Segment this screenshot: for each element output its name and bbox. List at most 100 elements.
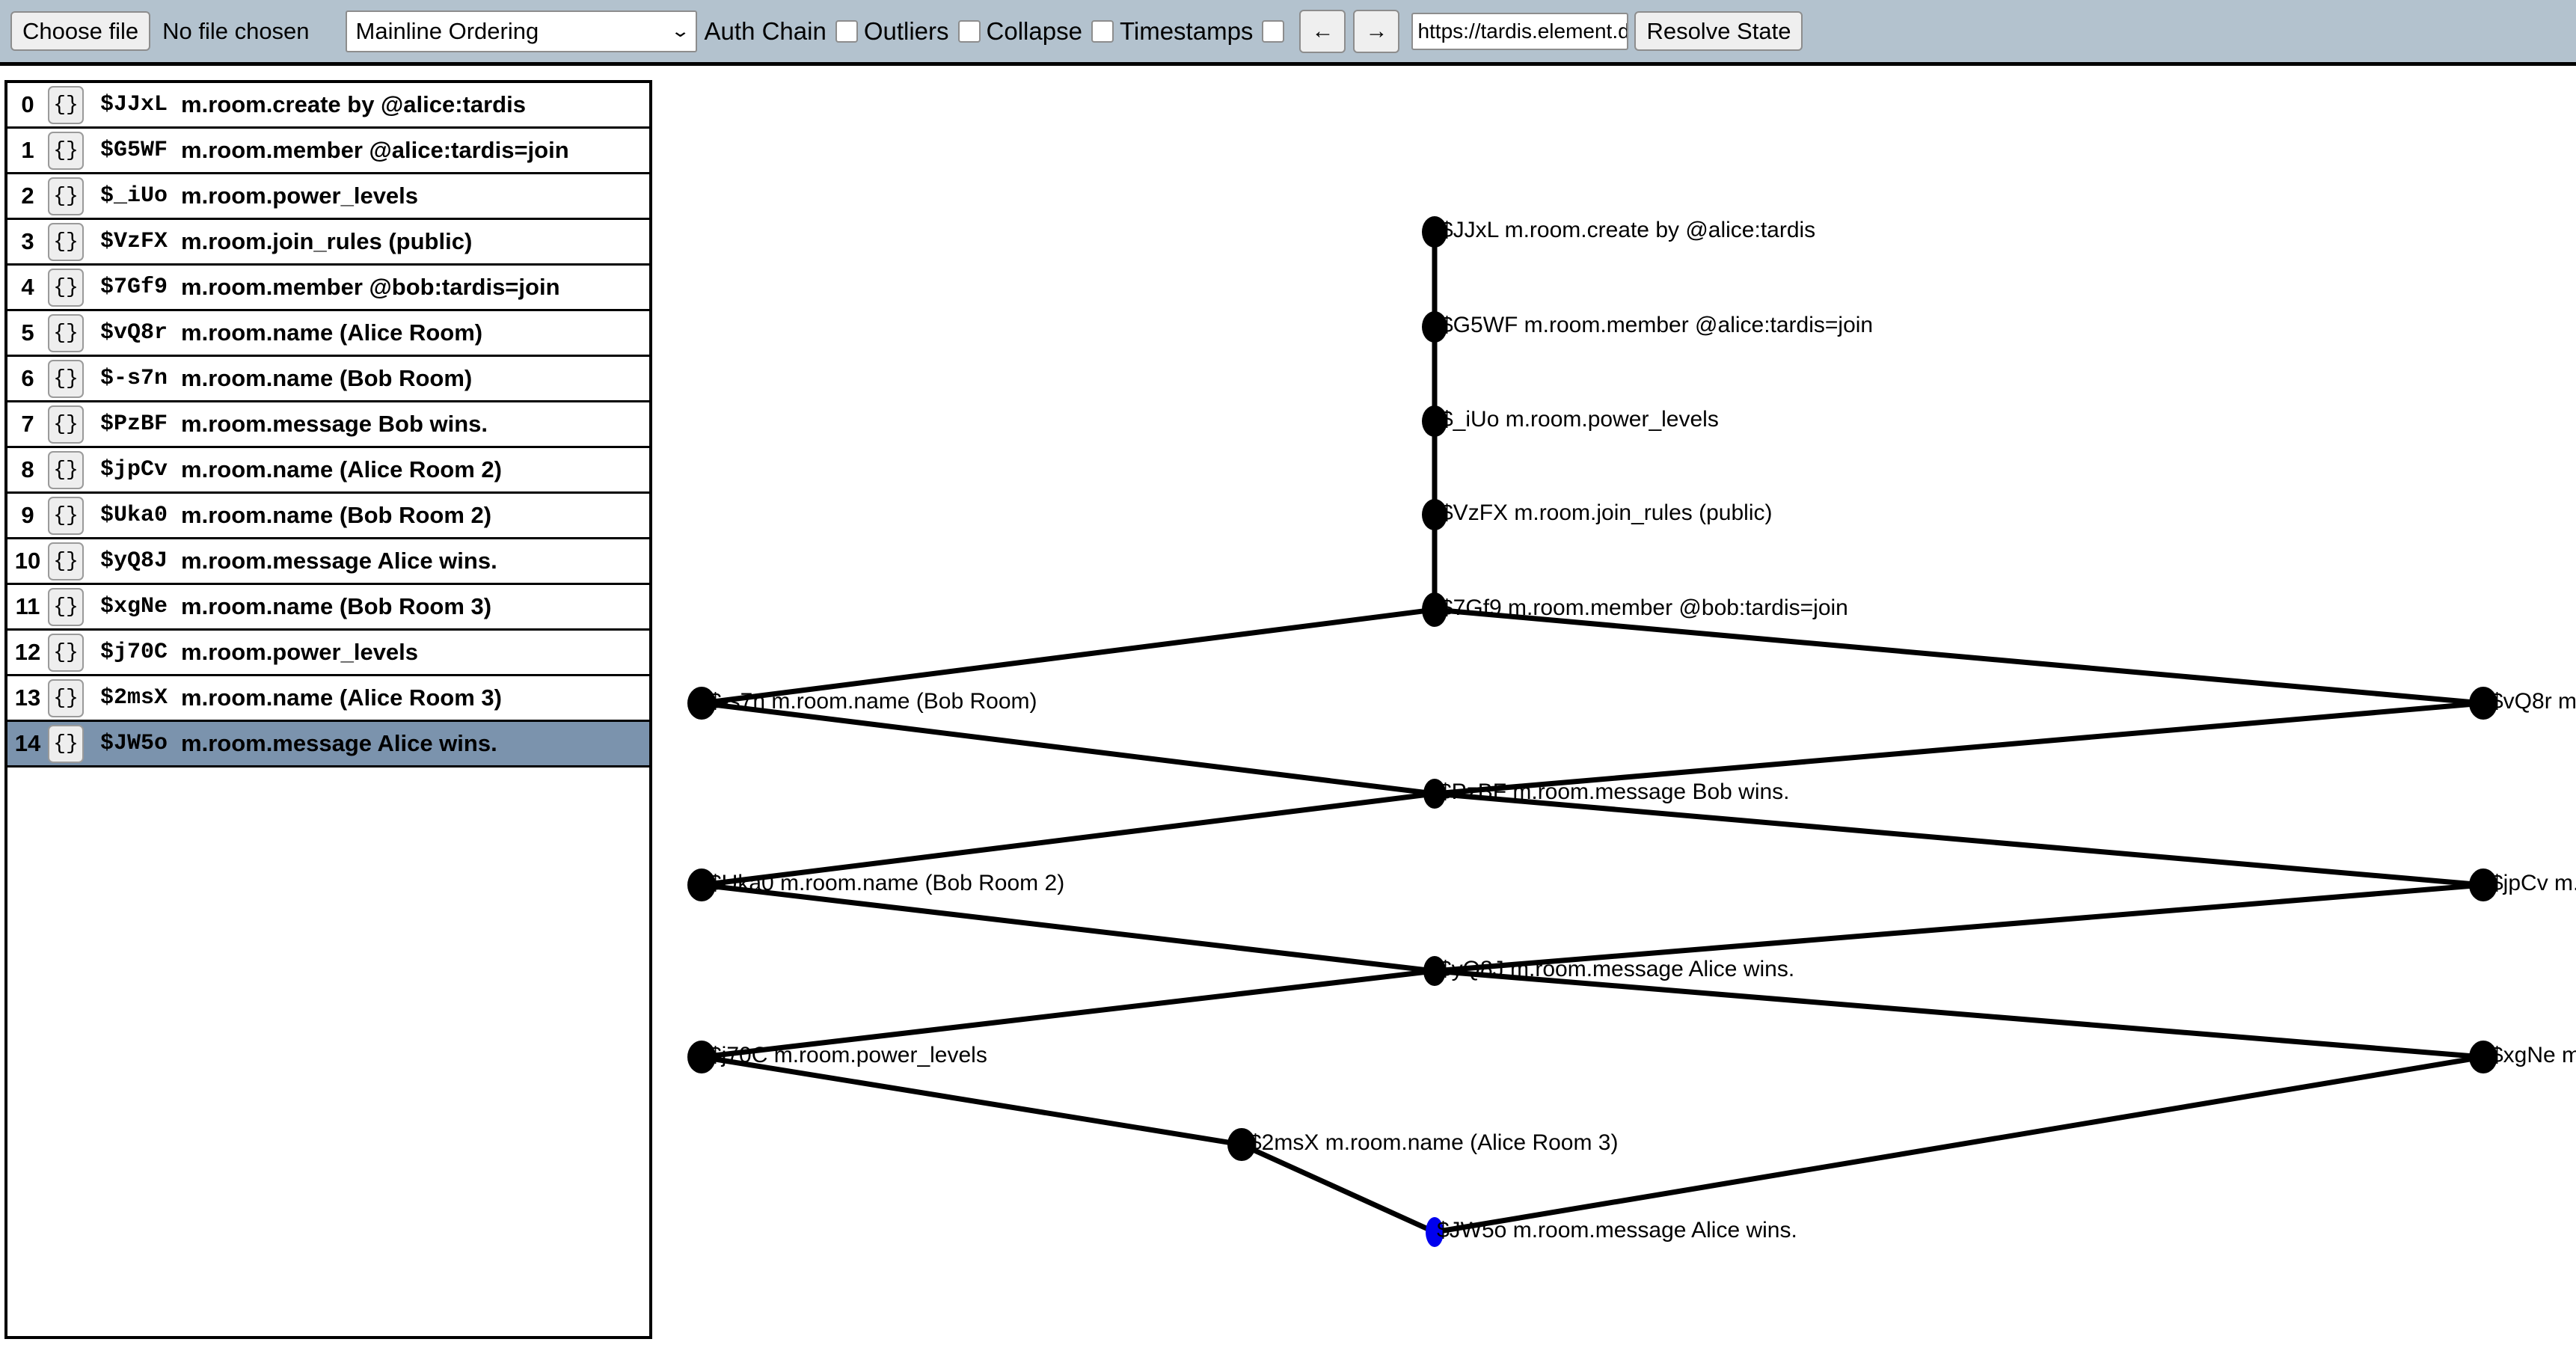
event-id: $_iUo xyxy=(100,183,168,209)
event-id: $JJxL xyxy=(100,92,168,117)
back-arrow-icon[interactable]: ← xyxy=(1299,9,1346,53)
dag-edge xyxy=(1434,791,2484,888)
dag-node[interactable] xyxy=(687,868,716,901)
dag-node-label: $j70C m.room.power_levels xyxy=(709,1043,987,1067)
dag-edge xyxy=(701,882,1435,974)
dag-node[interactable] xyxy=(1423,956,1446,986)
event-index: 7 xyxy=(21,411,34,437)
json-braces-icon[interactable]: {} xyxy=(48,724,84,763)
dag-edge xyxy=(1240,1142,1436,1235)
json-braces-icon[interactable]: {} xyxy=(48,85,84,124)
json-braces-icon[interactable]: {} xyxy=(48,405,84,444)
event-row[interactable]: 5 {} $vQ8r m.room.name (Alice Room) xyxy=(7,311,649,357)
event-description: m.room.name (Bob Room 3) xyxy=(181,593,492,619)
forward-arrow-icon[interactable]: → xyxy=(1353,9,1400,53)
event-id: $vQ8r xyxy=(100,320,168,346)
dag-edge xyxy=(1434,1054,2484,1235)
choose-file-button[interactable]: Choose file xyxy=(10,11,151,51)
json-braces-icon[interactable]: {} xyxy=(48,313,84,352)
dag-node[interactable] xyxy=(1422,499,1447,530)
auth-chain-checkbox[interactable] xyxy=(835,19,858,43)
dag-edge xyxy=(701,791,1435,888)
json-braces-icon[interactable]: {} xyxy=(48,678,84,717)
dag-node[interactable] xyxy=(1227,1128,1256,1161)
event-id: $G5WF xyxy=(100,138,168,163)
json-braces-icon[interactable]: {} xyxy=(48,131,84,170)
event-description: m.room.member @bob:tardis=join xyxy=(181,274,560,300)
toolbar: Choose file No file chosen Mainline Orde… xyxy=(0,0,2576,66)
json-braces-icon[interactable]: {} xyxy=(48,542,84,580)
json-braces-icon[interactable]: {} xyxy=(48,587,84,626)
dag-node[interactable] xyxy=(2469,687,2497,720)
event-id: $VzFX xyxy=(100,229,168,254)
event-row[interactable]: 11 {} $xgNe m.room.name (Bob Room 3) xyxy=(7,585,649,631)
event-index: 5 xyxy=(21,319,34,346)
json-braces-icon[interactable]: {} xyxy=(48,222,84,261)
dag-edge xyxy=(701,700,1435,797)
json-braces-icon[interactable]: {} xyxy=(48,268,84,307)
event-id: $j70C xyxy=(100,640,168,665)
ordering-select[interactable]: Mainline Ordering ⌄ xyxy=(345,10,697,52)
dag-node-label: $yQ8J m.room.message Alice wins. xyxy=(1439,957,1795,981)
dag-node[interactable] xyxy=(1423,779,1446,809)
event-index: 4 xyxy=(21,274,34,300)
dag-edge xyxy=(701,968,1435,1060)
event-row[interactable]: 0 {} $JJxL m.room.create by @alice:tardis xyxy=(7,83,649,129)
dag-node[interactable] xyxy=(1422,216,1447,248)
collapse-checkbox[interactable] xyxy=(1091,19,1114,43)
dag-node-label: $G5WF m.room.member @alice:tardis=join xyxy=(1441,313,1874,337)
json-braces-icon[interactable]: {} xyxy=(48,359,84,398)
json-braces-icon[interactable]: {} xyxy=(48,450,84,489)
outliers-checkbox[interactable] xyxy=(957,19,981,43)
event-description: m.room.name (Bob Room) xyxy=(181,365,473,391)
event-index: 6 xyxy=(21,365,34,391)
ordering-select-value: Mainline Ordering xyxy=(355,17,539,44)
dag-node[interactable] xyxy=(687,1041,716,1073)
event-description: m.room.message Bob wins. xyxy=(181,411,488,437)
dag-node[interactable] xyxy=(1422,592,1447,627)
dag-node-label: $PzBF m.room.message Bob wins. xyxy=(1439,779,1790,804)
event-description: m.room.member @alice:tardis=join xyxy=(181,137,569,163)
dag-graph-canvas[interactable]: $JJxL m.room.create by @alice:tardis $G5W… xyxy=(658,71,2576,1348)
json-braces-icon[interactable]: {} xyxy=(48,177,84,215)
event-description: m.room.create by @alice:tardis xyxy=(181,91,526,117)
dag-node[interactable] xyxy=(1422,405,1447,437)
dag-node[interactable] xyxy=(687,687,716,720)
event-index: 11 xyxy=(15,593,40,619)
event-id: $xgNe xyxy=(100,594,168,619)
dag-edge xyxy=(1434,700,2484,797)
dag-node-label: $jpCv m.room.name (Alice Room 2) xyxy=(2491,871,2576,895)
event-index: 13 xyxy=(14,684,41,711)
dag-edge xyxy=(701,1054,1242,1148)
dag-node[interactable] xyxy=(2469,868,2497,901)
timestamps-checkbox[interactable] xyxy=(1262,19,1285,43)
dag-node[interactable] xyxy=(1422,311,1447,343)
json-braces-icon[interactable]: {} xyxy=(48,496,84,535)
dag-node-label: $Uka0 m.room.name (Bob Room 2) xyxy=(709,871,1065,895)
dag-node-label: $vQ8r m.room.name (Alice Room) xyxy=(2491,689,2576,714)
event-index: 9 xyxy=(21,502,34,528)
resolve-state-button[interactable]: Resolve State xyxy=(1634,11,1803,51)
dag-node-label: $JJxL m.room.create by @alice:tardis xyxy=(1441,218,1816,242)
event-description: m.room.name (Alice Room) xyxy=(181,319,483,346)
json-braces-icon[interactable]: {} xyxy=(48,633,84,672)
dag-node[interactable] xyxy=(1426,1217,1444,1247)
event-index: 0 xyxy=(21,91,34,117)
server-url-input[interactable]: https://tardis.element.dev xyxy=(1411,12,1629,50)
auth-chain-label: Auth Chain xyxy=(704,16,827,45)
dag-node[interactable] xyxy=(2469,1041,2497,1073)
event-index: 8 xyxy=(21,456,34,482)
